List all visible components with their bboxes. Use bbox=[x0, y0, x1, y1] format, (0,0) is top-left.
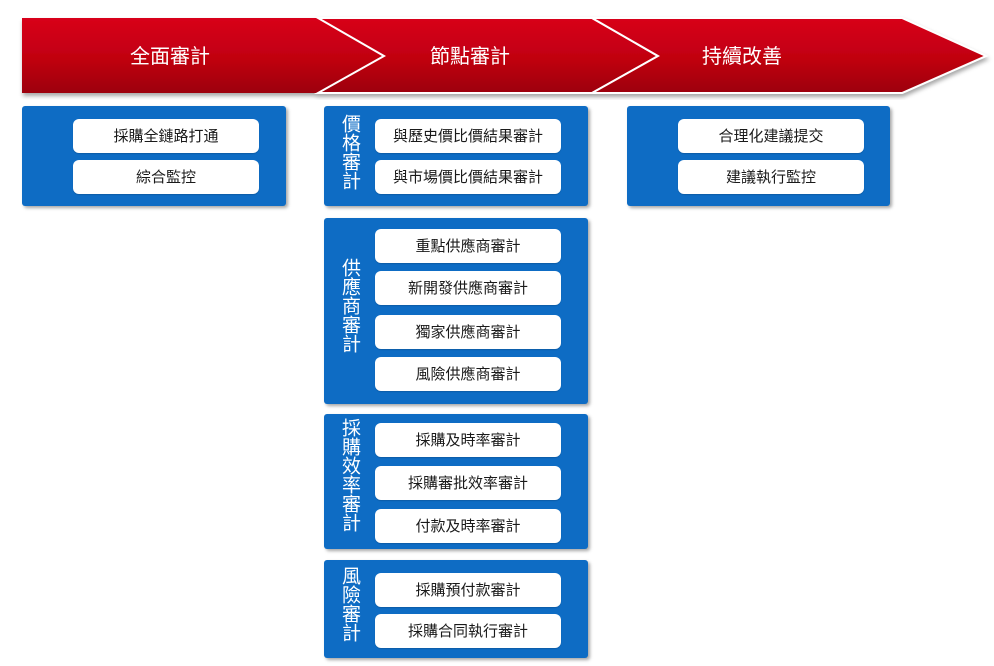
list-item: 採購預付款審計 bbox=[375, 573, 561, 607]
group-label: 風險審計 bbox=[339, 566, 361, 642]
group-label: 採購效率審計 bbox=[339, 418, 361, 532]
price-audit-panel: 價格審計 與歷史價比價結果審計 與市場價比價結果審計 bbox=[324, 106, 588, 206]
efficiency-audit-panel: 採購效率審計 採購及時率審計 採購審批效率審計 付款及時率審計 bbox=[324, 414, 588, 549]
list-item: 風險供應商審計 bbox=[375, 357, 561, 391]
list-item: 綜合監控 bbox=[73, 160, 259, 194]
stage-label-continuous-improvement: 持續改善 bbox=[702, 44, 782, 68]
list-item: 新開發供應商審計 bbox=[375, 271, 561, 305]
stage-label-node-audit: 節點審計 bbox=[430, 44, 510, 68]
chevron-stage-3 bbox=[588, 17, 989, 94]
risk-audit-panel: 風險審計 採購預付款審計 採購合同執行審計 bbox=[324, 560, 588, 658]
chevron-stage-1 bbox=[22, 18, 384, 93]
list-item: 與市場價比價結果審計 bbox=[375, 160, 561, 194]
list-item: 採購審批效率審計 bbox=[375, 466, 561, 500]
list-item: 付款及時率審計 bbox=[375, 509, 561, 543]
stage-label-full-audit: 全面審計 bbox=[130, 44, 210, 68]
group-label: 供應商審計 bbox=[339, 258, 361, 353]
list-item: 採購全鏈路打通 bbox=[73, 119, 259, 153]
continuous-improvement-panel: 合理化建議提交 建議執行監控 bbox=[627, 106, 890, 206]
list-item: 重點供應商審計 bbox=[375, 229, 561, 263]
full-audit-panel: 採購全鏈路打通 綜合監控 bbox=[22, 106, 286, 206]
group-label: 價格審計 bbox=[339, 114, 361, 190]
list-item: 採購合同執行審計 bbox=[375, 614, 561, 648]
list-item: 建議執行監控 bbox=[678, 160, 864, 194]
list-item: 採購及時率審計 bbox=[375, 423, 561, 457]
supplier-audit-panel: 供應商審計 重點供應商審計 新開發供應商審計 獨家供應商審計 風險供應商審計 bbox=[324, 218, 588, 404]
list-item: 合理化建議提交 bbox=[678, 119, 864, 153]
process-arrow bbox=[22, 17, 989, 94]
list-item: 獨家供應商審計 bbox=[375, 315, 561, 349]
list-item: 與歷史價比價結果審計 bbox=[375, 119, 561, 153]
